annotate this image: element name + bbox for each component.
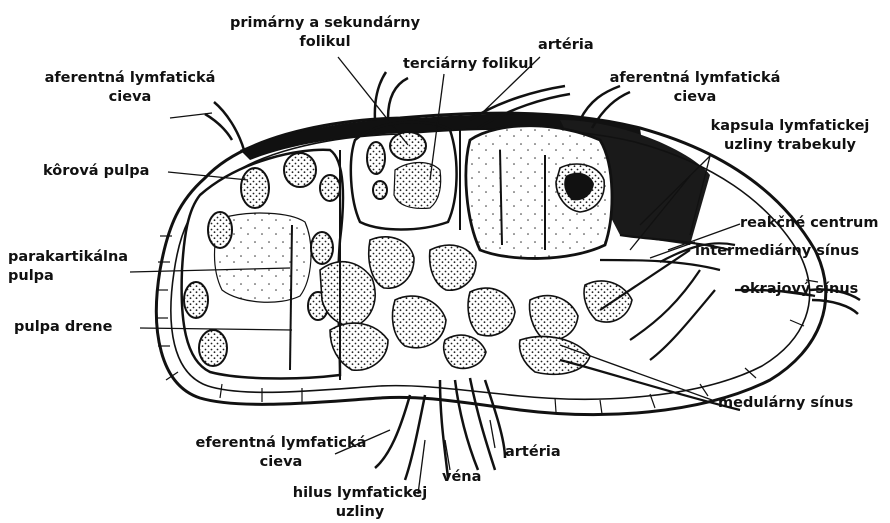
- label-capsule-trabeculae: kapsula lymfatickej uzliny trabekuly: [705, 117, 875, 155]
- label-artery-bottom: artéria: [505, 443, 561, 462]
- label-afferent-left: aferentná lymfatická cieva: [35, 69, 225, 107]
- label-vein: véna: [442, 468, 481, 487]
- label-paracortical-pulp: parakartikálna pulpa: [8, 248, 128, 286]
- label-medullary-sinus: medulárny sínus: [718, 394, 853, 413]
- label-hilus: hilus lymfatickej uzliny: [275, 484, 445, 522]
- label-primary-secondary-follicle: primárny a sekundárny folikul: [230, 14, 420, 52]
- label-drainage-pulp: pulpa drene: [14, 318, 112, 337]
- label-efferent-vessel: eferentná lymfatická cieva: [186, 434, 376, 472]
- label-afferent-right: aferentná lymfatická cieva: [600, 69, 790, 107]
- label-marginal-sinus: okrajový sínus: [740, 280, 858, 299]
- right-cortex-compartment: [466, 126, 612, 259]
- label-cortical-pulp: kôrová pulpa: [43, 162, 149, 181]
- label-intermediate-sinus: intermediárny sínus: [695, 242, 859, 261]
- label-tertiary-follicle: terciárny folikul: [403, 55, 533, 74]
- label-reaction-center: reakčné centrum: [740, 214, 878, 233]
- label-artery-top: artéria: [538, 36, 594, 55]
